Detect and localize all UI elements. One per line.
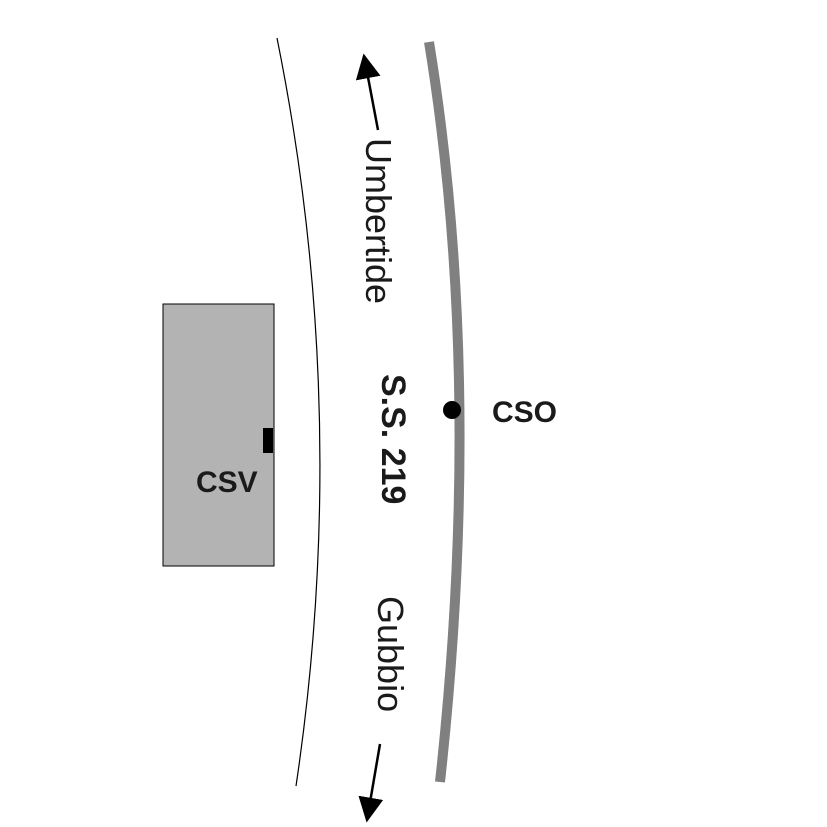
- arrow-south: [358, 743, 384, 823]
- road-left-edge: [276, 37, 321, 787]
- cso-point: [443, 401, 461, 419]
- road-right-edge: [424, 41, 465, 783]
- building: [162, 303, 275, 567]
- arrow-north: [355, 53, 381, 131]
- road-name-label: S.S. 219: [374, 374, 412, 504]
- gubbio-label: Gubbio: [370, 596, 411, 712]
- cso-label: CSO: [492, 396, 557, 429]
- umbertide-label: Umbertide: [358, 138, 399, 304]
- building-entrance-marker: [263, 428, 273, 453]
- building-label: CSV: [196, 466, 258, 499]
